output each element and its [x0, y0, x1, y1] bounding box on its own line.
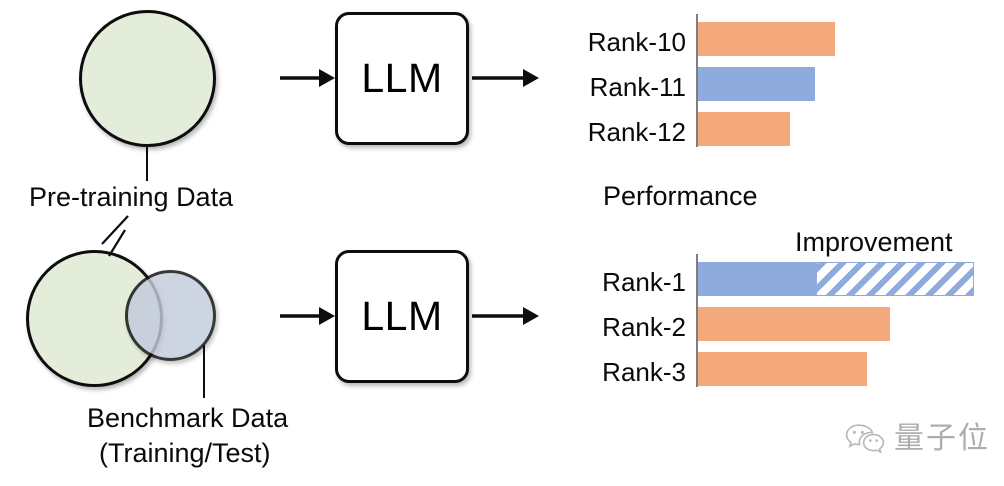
top-performance-chart: Rank-10 Rank-11 Rank-12: [556, 12, 976, 152]
top-chart-label-rank-12: Rank-12: [587, 117, 686, 147]
top-chart-axis: [696, 14, 698, 147]
bottom-chart-bar-rank-2: [698, 307, 890, 341]
pretraining-data-label: Pre-training Data: [29, 182, 234, 212]
benchmark-upper-leader-line: [108, 229, 126, 257]
top-llm-label: LLM: [361, 55, 443, 101]
bottom-chart-bar-rank-1-improvement: [816, 262, 974, 296]
pretraining-diagonal-tick: [101, 215, 129, 245]
bottom-chart-bar-rank-3: [698, 352, 867, 386]
bottom-input-arrow-icon: [280, 307, 335, 325]
bottom-chart-axis: [696, 254, 698, 387]
wechat-icon: [845, 424, 885, 454]
top-chart-bar-rank-12: [698, 112, 790, 146]
improvement-caption: Improvement: [795, 227, 953, 257]
top-input-arrow-icon: [280, 69, 335, 87]
bottom-chart-bar-rank-1: [698, 262, 816, 296]
bottom-llm-label: LLM: [361, 293, 443, 339]
bottom-chart-label-rank-2: Rank-2: [602, 312, 686, 342]
benchmark-data-label-line1: Benchmark Data: [87, 403, 289, 433]
top-output-arrow-icon: [472, 69, 539, 87]
watermark-text: 量子位: [894, 421, 990, 456]
top-llm-box[interactable]: LLM: [335, 12, 469, 145]
top-chart-bar-rank-10: [698, 22, 835, 56]
watermark: 量子位: [845, 422, 990, 456]
bottom-output-arrow-icon: [472, 307, 539, 325]
bottom-chart-label-rank-1: Rank-1: [602, 267, 686, 297]
top-chart-bar-rank-11: [698, 67, 815, 101]
pretraining-data-circle: [79, 10, 216, 147]
top-chart-label-rank-10: Rank-10: [587, 27, 686, 57]
benchmark-data-circle: [125, 270, 216, 361]
benchmark-data-label-line2: (Training/Test): [99, 438, 271, 468]
benchmark-leader-line: [203, 345, 205, 398]
bottom-llm-box[interactable]: LLM: [335, 250, 469, 383]
pretraining-leader-line: [146, 145, 148, 181]
bottom-performance-chart: Rank-1 Rank-2 Rank-3: [556, 252, 996, 397]
performance-caption: Performance: [603, 181, 758, 211]
bottom-chart-label-rank-3: Rank-3: [602, 357, 686, 387]
top-chart-label-rank-11: Rank-11: [589, 72, 686, 102]
